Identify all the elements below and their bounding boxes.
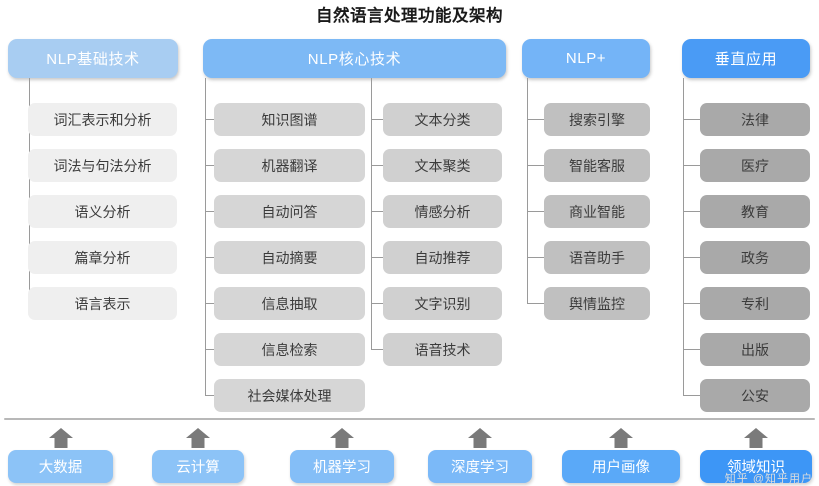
connector-stub xyxy=(205,349,215,350)
leaf-basic-3[interactable]: 语义分析 xyxy=(28,195,177,228)
connector-stub xyxy=(205,211,215,212)
leaf-vertical-6[interactable]: 出版 xyxy=(700,333,810,366)
leaf-core-left-4[interactable]: 自动摘要 xyxy=(214,241,365,274)
foundation-pill-4[interactable]: 深度学习 xyxy=(428,450,532,483)
leaf-plus-1[interactable]: 搜索引擎 xyxy=(544,103,650,136)
leaf-core-right-4[interactable]: 自动推荐 xyxy=(383,241,502,274)
leaf-core-left-5[interactable]: 信息抽取 xyxy=(214,287,365,320)
connector-stub xyxy=(527,211,544,212)
leaf-core-left-6[interactable]: 信息检索 xyxy=(214,333,365,366)
leaf-basic-5[interactable]: 语言表示 xyxy=(28,287,177,320)
connector-stub xyxy=(527,119,544,120)
page-title: 自然语言处理功能及架构 xyxy=(316,7,503,25)
leaf-core-right-3[interactable]: 情感分析 xyxy=(383,195,502,228)
leaf-core-left-2[interactable]: 机器翻译 xyxy=(214,149,365,182)
leaf-core-right-1[interactable]: 文本分类 xyxy=(383,103,502,136)
connector-trunk-basic xyxy=(29,78,30,303)
arrow-up-icon xyxy=(608,427,634,449)
leaf-vertical-3[interactable]: 教育 xyxy=(700,195,810,228)
connector-trunk-vertical xyxy=(683,78,684,395)
foundation-divider xyxy=(4,418,815,420)
connector-stub xyxy=(683,303,700,304)
leaf-vertical-4[interactable]: 政务 xyxy=(700,241,810,274)
connector-trunk-core-left xyxy=(205,78,206,395)
leaf-vertical-2[interactable]: 医疗 xyxy=(700,149,810,182)
leaf-core-right-6[interactable]: 语音技术 xyxy=(383,333,502,366)
arrow-up-icon xyxy=(185,427,211,449)
connector-trunk-plus xyxy=(527,78,528,303)
connector-stub xyxy=(371,303,383,304)
foundation-pill-3[interactable]: 机器学习 xyxy=(290,450,394,483)
connector-stub xyxy=(371,165,383,166)
leaf-core-left-3[interactable]: 自动问答 xyxy=(214,195,365,228)
leaf-vertical-7[interactable]: 公安 xyxy=(700,379,810,412)
leaf-vertical-1[interactable]: 法律 xyxy=(700,103,810,136)
leaf-plus-4[interactable]: 语音助手 xyxy=(544,241,650,274)
leaf-vertical-5[interactable]: 专利 xyxy=(700,287,810,320)
connector-trunk-core-right xyxy=(371,78,372,349)
leaf-core-left-1[interactable]: 知识图谱 xyxy=(214,103,365,136)
foundation-pill-6[interactable]: 领域知识 xyxy=(700,450,812,483)
foundation-pill-5[interactable]: 用户画像 xyxy=(562,450,680,483)
connector-stub xyxy=(205,395,215,396)
connector-stub xyxy=(371,257,383,258)
connector-stub xyxy=(371,119,383,120)
foundation-pill-2[interactable]: 云计算 xyxy=(152,450,244,483)
connector-stub xyxy=(527,165,544,166)
connector-stub xyxy=(683,257,700,258)
connector-stub xyxy=(205,119,215,120)
header-nlp-basic[interactable]: NLP基础技术 xyxy=(8,39,178,78)
connector-stub xyxy=(205,303,215,304)
arrow-up-icon xyxy=(743,427,769,449)
leaf-core-left-7[interactable]: 社会媒体处理 xyxy=(214,379,365,412)
leaf-plus-2[interactable]: 智能客服 xyxy=(544,149,650,182)
connector-stub xyxy=(371,349,383,350)
connector-stub xyxy=(683,211,700,212)
foundation-pill-1[interactable]: 大数据 xyxy=(8,450,113,483)
header-nlp-core[interactable]: NLP核心技术 xyxy=(203,39,506,78)
leaf-core-right-5[interactable]: 文字识别 xyxy=(383,287,502,320)
connector-stub xyxy=(683,165,700,166)
header-nlp-plus[interactable]: NLP+ xyxy=(522,39,650,78)
leaf-basic-4[interactable]: 篇章分析 xyxy=(28,241,177,274)
connector-stub xyxy=(683,395,700,396)
connector-stub xyxy=(683,119,700,120)
connector-stub xyxy=(527,257,544,258)
connector-stub xyxy=(205,165,215,166)
connector-stub xyxy=(371,211,383,212)
connector-stub xyxy=(205,257,215,258)
leaf-core-right-2[interactable]: 文本聚类 xyxy=(383,149,502,182)
header-nlp-vertical[interactable]: 垂直应用 xyxy=(682,39,810,78)
leaf-basic-1[interactable]: 词汇表示和分析 xyxy=(28,103,177,136)
leaf-plus-5[interactable]: 舆情监控 xyxy=(544,287,650,320)
arrow-up-icon xyxy=(48,427,74,449)
leaf-plus-3[interactable]: 商业智能 xyxy=(544,195,650,228)
connector-stub xyxy=(683,349,700,350)
connector-stub xyxy=(527,303,544,304)
arrow-up-icon xyxy=(467,427,493,449)
arrow-up-icon xyxy=(329,427,355,449)
leaf-basic-2[interactable]: 词法与句法分析 xyxy=(28,149,177,182)
